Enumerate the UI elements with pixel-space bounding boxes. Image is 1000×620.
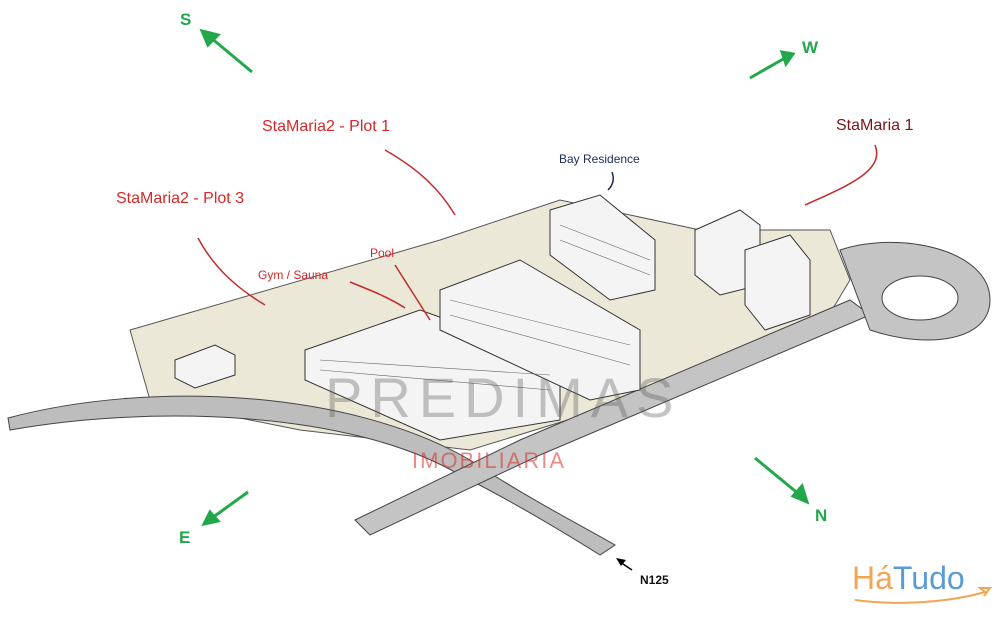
arrow-north xyxy=(754,456,801,497)
building-gym xyxy=(174,344,236,389)
arrow-west xyxy=(749,56,786,80)
arrow-plot3 xyxy=(197,237,266,306)
building-bay-residence xyxy=(549,194,656,301)
logo-part2: Tudo xyxy=(892,560,965,596)
arrow-bay-residence xyxy=(607,171,614,191)
arrow-n125 xyxy=(616,558,633,571)
compass-east: E xyxy=(179,528,191,547)
watermark-name: PREDIMAS xyxy=(325,366,682,429)
compass-west: W xyxy=(802,38,819,57)
label-plot1: StaMaria2 - Plot 1 xyxy=(262,118,391,135)
label-gym-sauna: Gym / Sauna xyxy=(258,268,329,282)
label-n125: N125 xyxy=(640,573,669,587)
building-plot1 xyxy=(439,259,641,401)
watermark-sub: IMOBILIARIA xyxy=(412,448,567,473)
arrow-east xyxy=(211,490,249,520)
label-pool: Pool xyxy=(370,246,395,260)
compass-south: S xyxy=(180,10,192,29)
label-plot3: StaMaria2 - Plot 3 xyxy=(116,190,245,207)
compass-north: N xyxy=(815,506,828,525)
arrow-stamaria1 xyxy=(804,144,878,206)
logo-part1: Há xyxy=(852,560,893,596)
label-stamaria1: StaMaria 1 xyxy=(836,117,914,134)
arrow-south xyxy=(209,35,253,74)
arrow-gym xyxy=(349,281,406,309)
arrow-plot1 xyxy=(384,149,456,216)
label-bay-residence: Bay Residence xyxy=(559,152,640,166)
arrow-pool xyxy=(394,264,431,321)
hatudo-logo: HáTudo xyxy=(852,560,965,597)
logo-swoosh xyxy=(854,587,992,604)
building-stamaria1-b xyxy=(744,234,811,331)
